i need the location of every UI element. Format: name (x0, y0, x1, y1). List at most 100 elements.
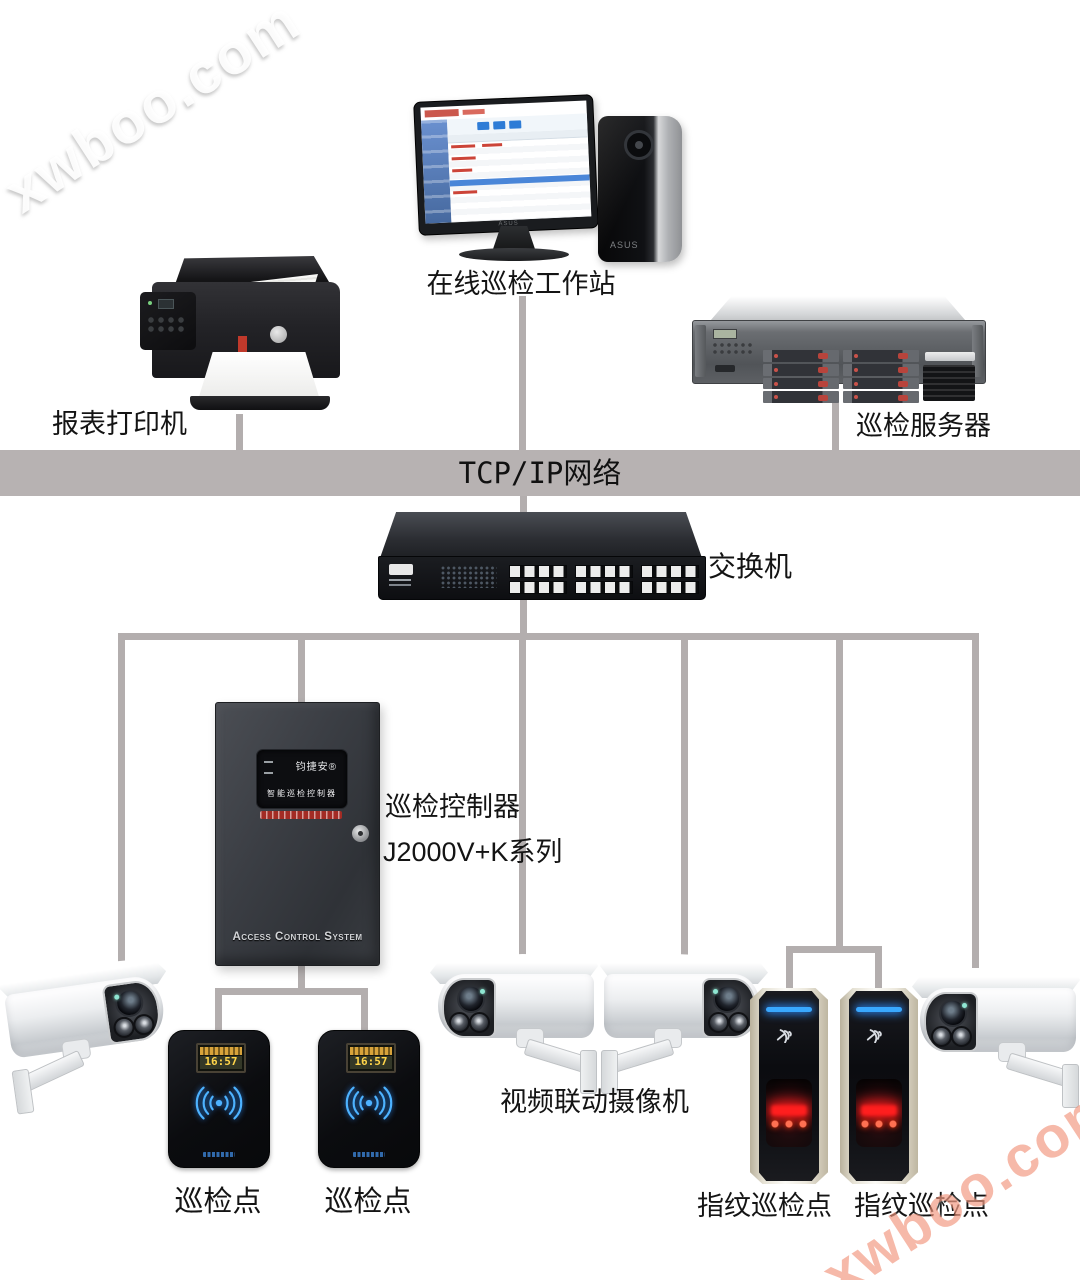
server-vent-grille (923, 365, 975, 401)
fingerprint-branch-tbar (786, 946, 882, 953)
server-controls (709, 326, 759, 376)
screen-red-text (451, 144, 476, 149)
patrol-point-brand-mark (353, 1152, 385, 1157)
fingerprint-sensor-window (766, 1079, 812, 1147)
fingerprint-red-dots (771, 1120, 807, 1128)
camera-ir-led (728, 1012, 749, 1033)
device-camera-mid-left (430, 952, 602, 1094)
connector-network-switch (520, 496, 527, 514)
controller-label-line1: 巡检控制器 (385, 792, 520, 822)
switch-label: 交换机 (708, 551, 793, 582)
patrol-point-time: 16:57 (200, 1056, 242, 1069)
screen-logo (424, 109, 459, 118)
connector-patrol-point-2 (361, 988, 368, 1032)
connector-controller (298, 633, 305, 705)
camera-faceplate (702, 978, 756, 1038)
drive-bay (843, 363, 919, 376)
fingerprint-sensor-hood (856, 1079, 902, 1101)
camera-ir-led (469, 1012, 490, 1033)
port-row (641, 565, 699, 578)
controller-display-panel: 钧捷安® 智能巡检控制器 (256, 749, 348, 809)
camera-ir-led (449, 1012, 470, 1033)
fingerprint-point-1-label: 指纹巡检点 (697, 1191, 832, 1221)
drive-bay (843, 377, 919, 390)
bullet-camera (430, 952, 602, 1094)
patrol-point-2-label: 巡检点 (324, 1186, 412, 1218)
server-display (713, 329, 737, 339)
patrol-point-brand-mark (203, 1152, 235, 1157)
bus-line (118, 633, 979, 640)
workstation-label: 在线巡检工作站 (426, 269, 616, 299)
port-group (509, 565, 567, 594)
screen-logo-sub (462, 108, 485, 115)
fingerprint-sensor-hood (766, 1079, 812, 1101)
port-row (509, 565, 567, 578)
fingerprint-front-panel (849, 991, 909, 1181)
fingerprint-sensor-window (856, 1079, 902, 1147)
printer-brand-badge (270, 326, 287, 343)
camera-faceplate (442, 978, 496, 1038)
device-fingerprint-point-2 (840, 988, 918, 1184)
drive-bay (763, 391, 839, 403)
connector-camera-right (972, 633, 979, 968)
device-camera-mid-right (596, 952, 768, 1094)
connector-fingerprint-branch (836, 633, 843, 951)
camera-lens (939, 999, 967, 1027)
port-group (641, 565, 699, 594)
server-chassis-top (709, 296, 967, 322)
fingerprint-red-glow (771, 1105, 807, 1116)
port-row (575, 565, 633, 578)
camera-ir-led (951, 1026, 972, 1047)
port-row (509, 581, 567, 594)
controller-label-line2: J2000V+K系列 (383, 837, 563, 867)
device-camera-left (0, 951, 183, 1116)
connector-fingerprint-2 (875, 946, 882, 990)
rfid-waves-icon (195, 1086, 243, 1120)
patrol-point-time: 16:57 (350, 1056, 392, 1069)
drive-bay (843, 391, 919, 403)
screen-button (493, 120, 506, 130)
fingerprint-red-glow (861, 1105, 897, 1116)
contactless-icon (776, 1029, 792, 1043)
workstation-tower: ASUS (598, 116, 682, 262)
printer-tray (190, 396, 330, 410)
connector-switch-bus (520, 594, 527, 634)
cameras-label: 视频联动摄像机 (500, 1087, 689, 1117)
monitor-base (459, 248, 569, 261)
fingerprint-front-panel (759, 991, 819, 1181)
patrol-point-1-label: 巡检点 (174, 1186, 262, 1218)
connector-workstation-network (519, 296, 526, 450)
bullet-camera (0, 951, 183, 1116)
controller-panel-text: 智能巡检控制器 (267, 789, 337, 798)
connector-printer-network (236, 414, 243, 450)
switch-brand-box (389, 564, 413, 575)
tower-brand-logo: ASUS (610, 240, 639, 250)
screen-red-text (452, 168, 473, 173)
server-label: 巡检服务器 (856, 411, 991, 441)
camera-ir-led (708, 1012, 729, 1033)
patrol-branch-tbar (215, 988, 368, 995)
screen-selected-row (449, 174, 590, 187)
patrol-point-display: 16:57 (196, 1043, 246, 1073)
power-button-icon (624, 130, 654, 160)
screen-button (477, 121, 490, 131)
camera-bracket-arm (608, 1038, 675, 1074)
camera-bracket-plate (580, 1050, 597, 1094)
screen-table-rows (448, 137, 592, 223)
drive-bay (843, 350, 919, 362)
printer-tray-paper (198, 352, 320, 400)
device-camera-right (912, 966, 1080, 1108)
printer-red-tag (238, 336, 247, 352)
connector-camera-mid-right (681, 633, 688, 961)
drive-bay (763, 377, 839, 390)
device-printer (140, 256, 348, 416)
device-patrol-point-2: 16:57 (318, 1030, 420, 1168)
patrol-point-display-header (350, 1047, 392, 1055)
fingerprint-point-2-label: 指纹巡检点 (854, 1191, 989, 1221)
server-optical-drive (925, 352, 975, 361)
connector-camera-left (118, 633, 125, 975)
monitor-screen (420, 100, 592, 224)
connector-controller-down (298, 960, 305, 992)
printer-led (148, 301, 152, 305)
